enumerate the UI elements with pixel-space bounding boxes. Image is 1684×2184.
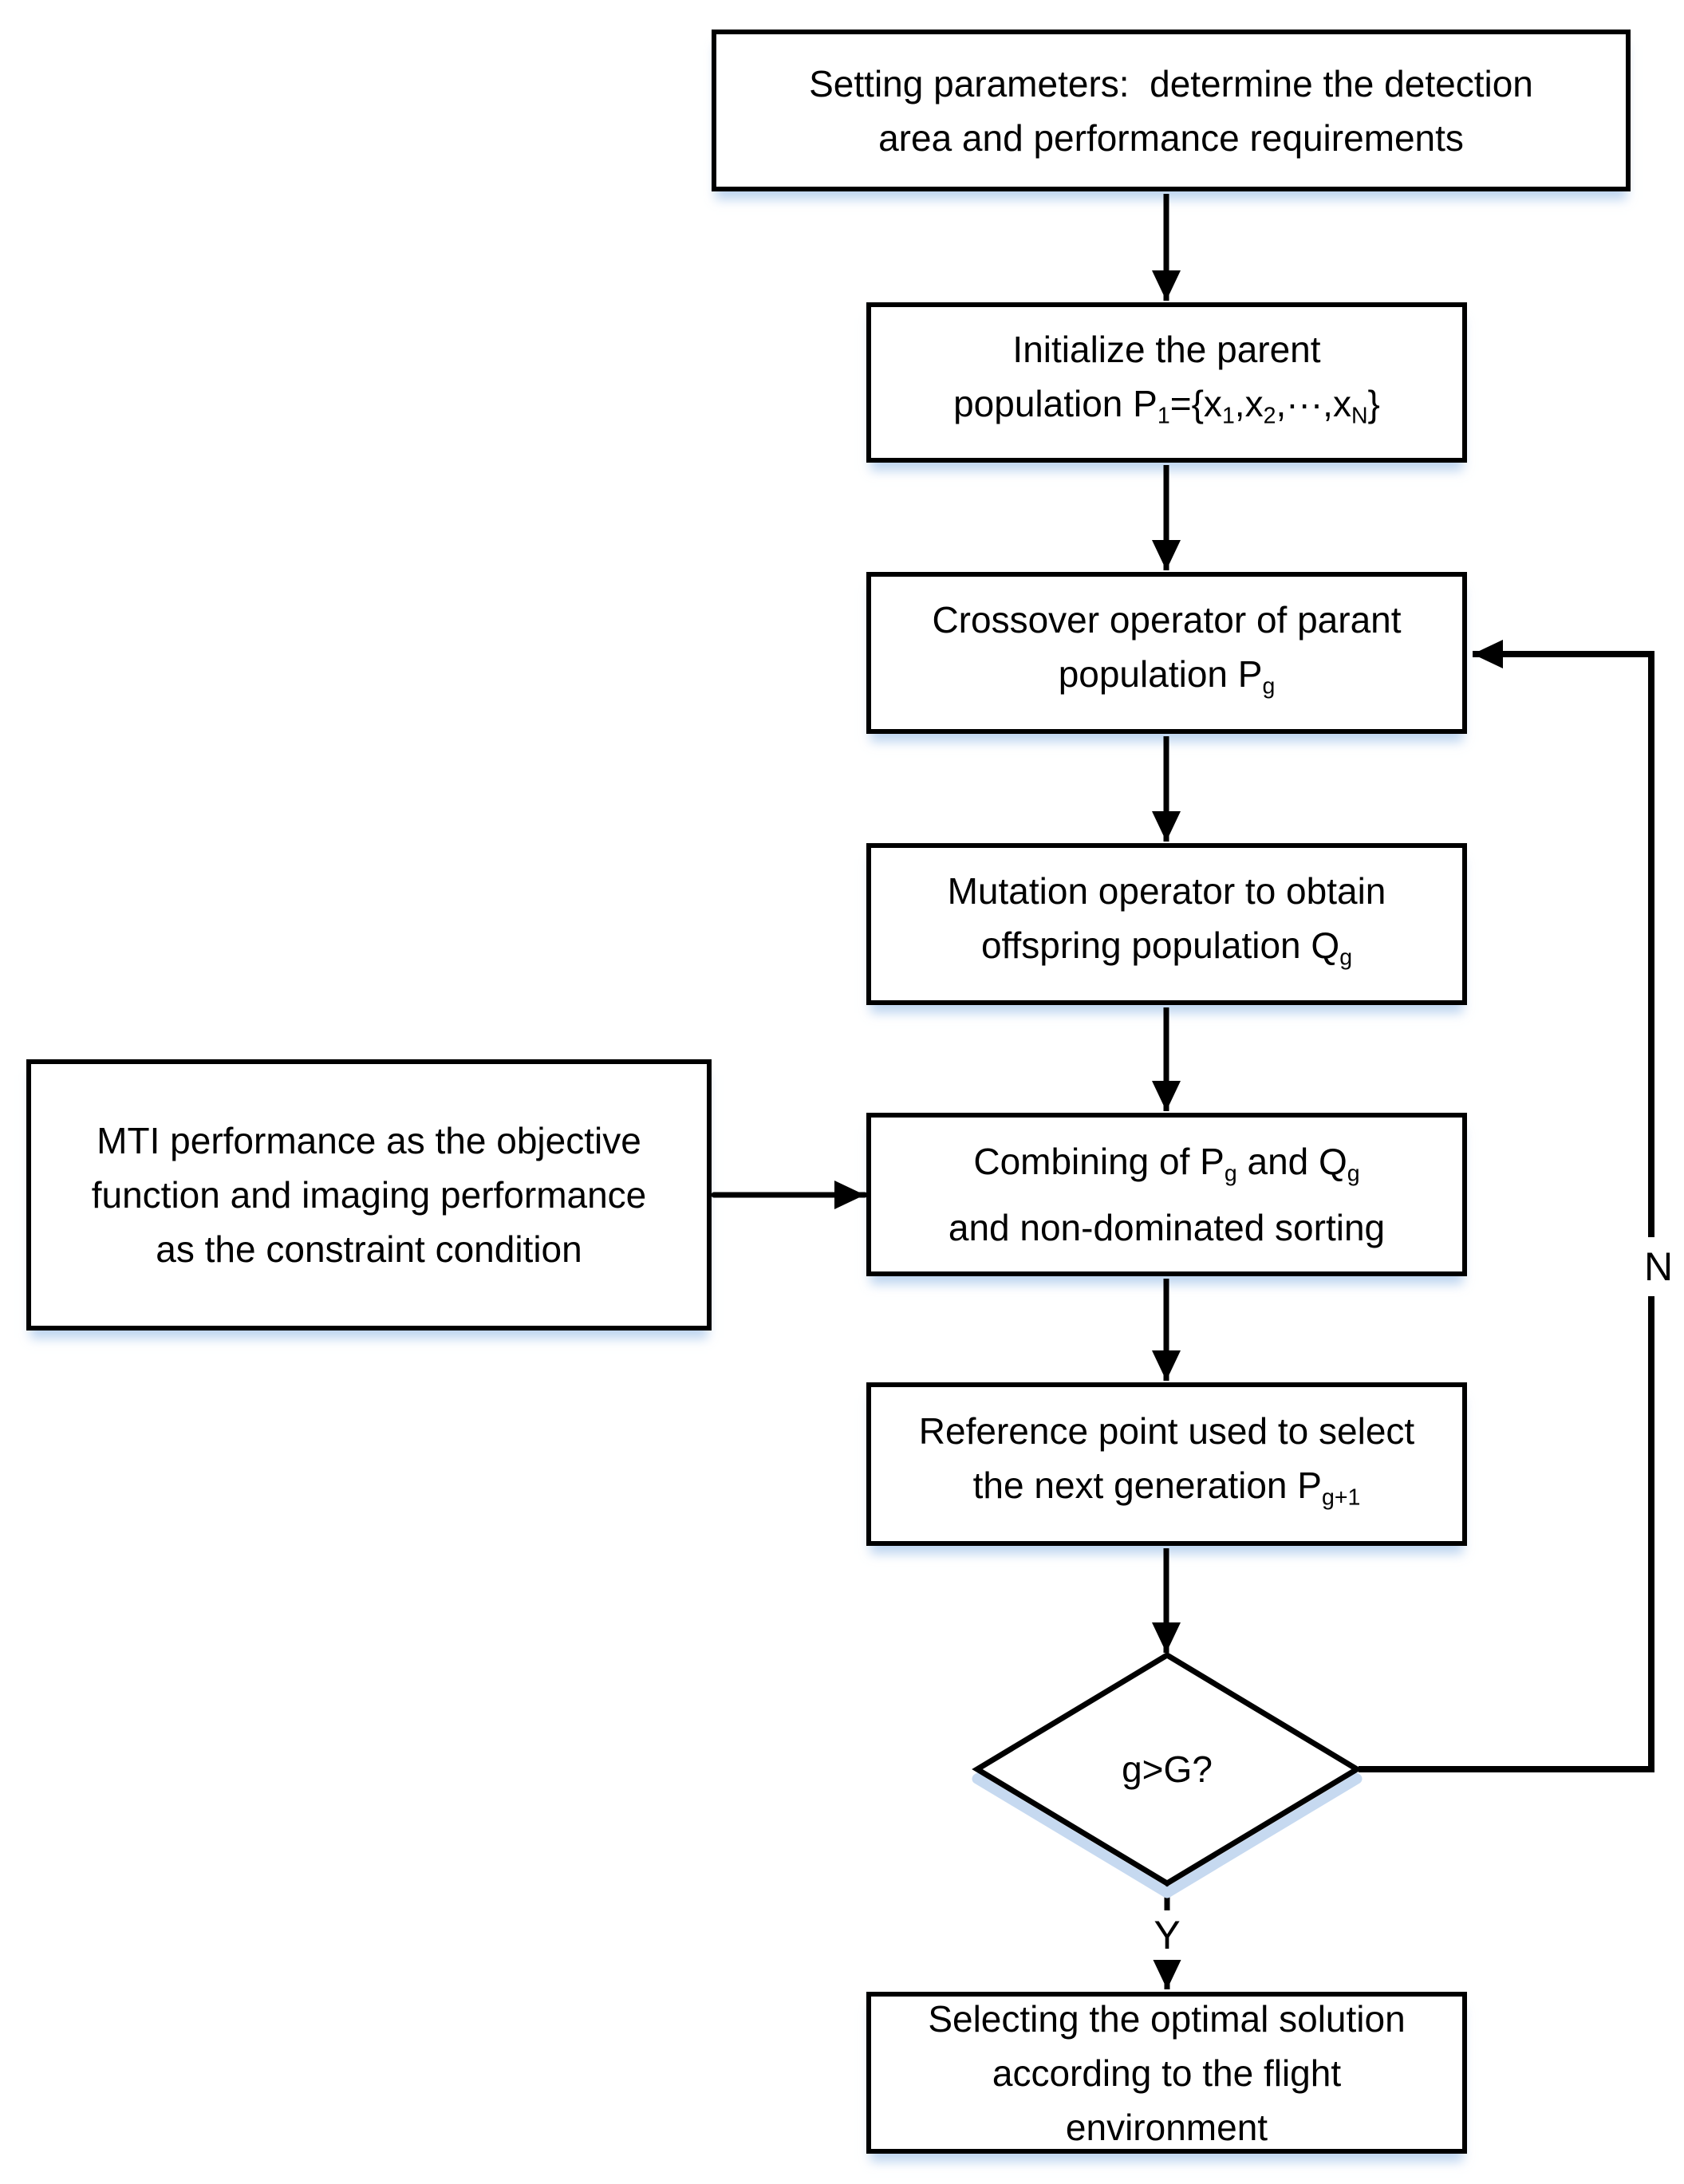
- text-run: }: [1367, 382, 1380, 424]
- node-text-line: Reference point used to select: [918, 1409, 1415, 1452]
- node-crossover-operator: Crossover operator of parant population …: [866, 572, 1467, 734]
- text-run: ,···,x: [1276, 382, 1351, 424]
- subscript-run: N: [1351, 403, 1368, 429]
- text-run: ,x: [1234, 382, 1264, 424]
- node-text-line: Selecting the optimal solution: [928, 1997, 1406, 2040]
- text-run: and Q: [1236, 1140, 1347, 1182]
- subscript-run: g: [1262, 673, 1276, 700]
- node-text-line: Initialize the parent: [1012, 328, 1321, 370]
- node-text-line: Mutation operator to obtain: [947, 869, 1386, 912]
- subscript-run: 2: [1263, 403, 1276, 429]
- text-run: the next generation P: [972, 1464, 1322, 1506]
- node-text-line: Combining of Pg and Qg: [973, 1134, 1359, 1201]
- node-text-line: Setting parameters: determine the detect…: [809, 62, 1533, 104]
- node-text-line: function and imaging performance: [91, 1174, 647, 1216]
- text-run: population P: [953, 382, 1158, 424]
- node-text-line: population P1={x1,x2,···,xN}: [953, 376, 1380, 444]
- node-combining-sorting: Combining of Pg and Qg and non-dominated…: [866, 1113, 1467, 1276]
- node-text-line: and non-dominated sorting: [948, 1207, 1386, 1249]
- node-text-line: MTI performance as the objective: [97, 1120, 641, 1161]
- subscript-run: g: [1347, 1161, 1360, 1187]
- node-text-line: population Pg: [1059, 647, 1276, 714]
- subscript-run: g: [1224, 1161, 1237, 1187]
- subscript-run: g: [1339, 944, 1353, 971]
- edge-label-no: N: [1624, 1237, 1684, 1296]
- node-text-line: as the constraint condition: [156, 1228, 582, 1270]
- node-text-line: offspring population Qg: [981, 918, 1352, 985]
- node-mutation-operator: Mutation operator to obtain offspring po…: [866, 843, 1467, 1005]
- text-run: ={x: [1169, 382, 1222, 424]
- subscript-run: 1: [1221, 403, 1235, 429]
- node-select-optimal-solution: Selecting the optimal solution according…: [866, 1992, 1467, 2154]
- node-text-line: the next generation Pg+1: [973, 1458, 1361, 1525]
- edge-label-yes: Y: [1131, 1910, 1203, 1960]
- node-mti-objective-function: MTI performance as the objective functio…: [26, 1059, 712, 1331]
- subscript-run: 1: [1157, 403, 1170, 429]
- decision-condition-label: g>G?: [1122, 1748, 1213, 1790]
- subscript-run: g+1: [1321, 1484, 1361, 1511]
- text-run: population P: [1058, 652, 1263, 695]
- node-text-line: according to the flight: [992, 2052, 1342, 2094]
- text-run: Combining of P: [973, 1140, 1225, 1182]
- node-text-line: environment: [1065, 2106, 1268, 2148]
- node-setting-parameters: Setting parameters: determine the detect…: [712, 30, 1631, 191]
- node-initialize-population: Initialize the parent population P1={x1,…: [866, 302, 1467, 463]
- text-run: offspring population Q: [980, 924, 1340, 966]
- node-text-line: area and performance requirements: [878, 116, 1464, 159]
- node-text-line: Crossover operator of parant: [932, 598, 1402, 641]
- node-reference-point-selection: Reference point used to select the next …: [866, 1382, 1467, 1546]
